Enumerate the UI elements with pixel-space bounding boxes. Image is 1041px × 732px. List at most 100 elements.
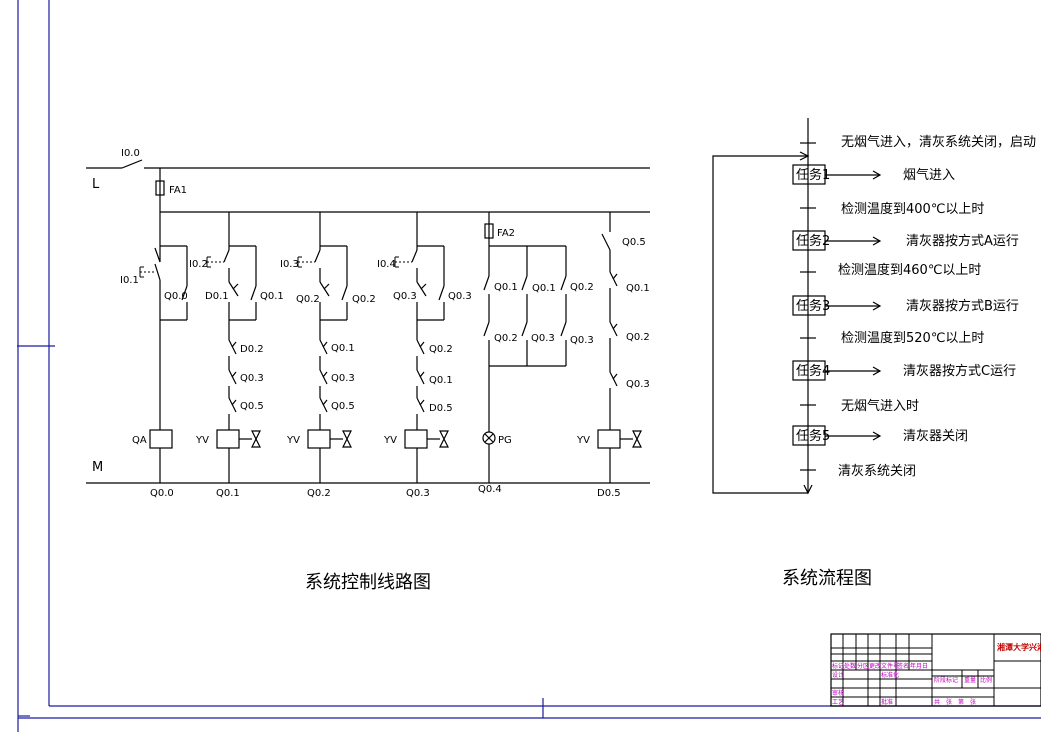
rung2-interlock2-label: Q0.3 [240,373,264,384]
ladder-diagram: I0.0 L FA1 M I0.1 Q0.0 [86,148,650,593]
task-2-output: 清灰器按方式A运行 [906,233,1019,249]
fuse-fa2-label: FA2 [497,228,515,239]
rung5-a2-label: Q0.1 [532,283,556,294]
rung4-interlock3-label: D0.5 [429,403,453,414]
tb-cell: 重量 [964,676,976,684]
rung4-coil-label: YV [383,435,397,446]
flow-task-5: 任务5 清灰器关闭 [792,425,968,446]
condition-6: 清灰系统关闭 [838,464,916,479]
rung2-button-label: I0.2 [189,259,208,270]
rung6-interlock2-label: Q0.2 [626,332,650,343]
rung5-output-label: Q0.4 [478,484,502,495]
rung4-seal-label: Q0.3 [448,291,472,302]
rung1-coil [149,429,173,449]
tb-cell: 标记 [832,662,844,670]
task-1-label: 任务1 [796,167,830,183]
rung-3: I0.3 Q0.2 Q0.2 Q0.1 Q0.3 Q0.5 YV Q0.2 [280,212,376,499]
rung4-nc-label: Q0.3 [393,291,417,302]
tb-cell: 分区 [857,662,869,670]
task-3-label: 任务3 [796,298,830,314]
task-1-output: 烟气进入 [903,167,955,183]
rung-5: FA2 Q0.1 Q0.1 Q0.2 Q0.2 Q0.3 Q0.3 [478,212,594,495]
rung1-output-label: Q0.0 [150,488,174,499]
condition-2: 检测温度到400℃以上时 [841,201,984,217]
rung3-interlock3-label: Q0.5 [331,401,355,412]
rung6-interlock3-label: Q0.3 [626,379,650,390]
tb-cell: 共 [934,698,940,706]
rung-2: I0.2 D0.1 Q0.1 D0.2 Q0.3 Q0.5 YV Q0.1 [189,212,284,499]
rung-4: I0.4 Q0.3 Q0.3 Q0.2 Q0.1 D0.5 YV Q0.3 [377,212,472,499]
rung2-interlock1-label: D0.2 [240,344,264,355]
flow-caption: 系统流程图 [782,568,872,589]
rung4-valve-icon [439,430,449,448]
flow-task-3: 任务3 清灰器按方式B运行 [792,295,1019,316]
flow-task-2: 任务2 清灰器按方式A运行 [792,230,1019,251]
rung4-interlock2-label: Q0.1 [429,375,453,386]
title-block: 湘潭大学兴湘学 标记 处数 分区 更改文件号 签名 年月日 设计 标准化 审核 … [830,633,1041,707]
rung1-coil-label: QA [132,435,147,446]
condition-5: 无烟气进入时 [841,398,919,414]
tb-cell: 设计 [832,671,844,679]
rung3-nc-label: Q0.2 [296,294,320,305]
flow-task-4: 任务4 清灰器按方式C运行 [792,360,1016,381]
rung3-interlock1-label: Q0.1 [331,343,355,354]
fuse-fa2 [484,223,494,239]
rung1-seal-label: Q0.0 [164,291,188,302]
tb-cell: 签名 [897,662,909,670]
rung5-a3-label: Q0.2 [570,282,594,293]
tb-cell: 张 [970,698,976,706]
line-m-label: M [92,460,103,475]
tb-cell: 处数 [844,662,856,670]
condition-4: 检测温度到520℃以上时 [841,330,984,346]
rung2-coil-label: YV [195,435,209,446]
ladder-caption: 系统控制线路图 [305,572,431,593]
rung6-coil-label: YV [576,435,590,446]
rung2-coil [216,429,240,449]
rung6-coil [597,429,621,449]
rung5-a1-label: Q0.1 [494,282,518,293]
line-l-label: L [92,177,100,192]
task-5-output: 清灰器关闭 [903,429,968,444]
tb-cell: 审核 [832,689,844,697]
task-2-label: 任务2 [796,233,830,249]
rung2-seal-label: Q0.1 [260,291,284,302]
rung5-lamp-label: PG [498,435,512,446]
rung2-valve-icon [251,430,261,448]
task-5-label: 任务5 [796,428,830,444]
rung1-button-label: I0.1 [120,275,139,286]
rung6-valve-icon [632,430,642,448]
rung6-top-label: Q0.5 [622,237,646,248]
task-4-output: 清灰器按方式C运行 [903,363,1016,379]
tb-cell: 更改文件号 [869,662,899,670]
task-3-output: 清灰器按方式B运行 [906,298,1019,314]
tb-cell: 阶段标记 [934,676,958,684]
rung3-interlock2-label: Q0.3 [331,373,355,384]
rung4-output-label: Q0.3 [406,488,430,499]
tb-cell: 批准 [881,698,893,706]
rung-1: I0.1 Q0.0 QA Q0.0 [120,212,188,499]
rung5-b2-label: Q0.3 [531,333,555,344]
tb-cell: 张 [946,698,952,706]
tb-cell: 工艺 [832,698,844,706]
condition-1: 无烟气进入，清灰系统关闭，启动 [841,134,1036,150]
rung5-b1-label: Q0.2 [494,333,518,344]
fuse-fa1-label: FA1 [169,185,187,196]
condition-3: 检测温度到460℃以上时 [838,262,981,278]
task-4-label: 任务4 [796,363,830,379]
rung6-interlock1-label: Q0.1 [626,283,650,294]
rung2-nc-label: D0.1 [205,291,229,302]
tb-cell: 第 [958,698,964,706]
rung3-seal-label: Q0.2 [352,294,376,305]
tb-cell: 标准化 [881,671,899,679]
tb-cell: 年月日 [910,662,928,670]
rung3-coil-label: YV [286,435,300,446]
rung3-valve-icon [342,430,352,448]
flow-task-1: 任务1 烟气进入 [792,164,955,185]
main-switch-label: I0.0 [121,148,140,159]
rung2-output-label: Q0.1 [216,488,240,499]
flow-chart: 任务1 烟气进入 任务2 清灰器按方式A运行 任务3 清灰器按方式B运行 任务4… [712,118,1036,589]
rung5-b3-label: Q0.3 [570,335,594,346]
rung2-interlock3-label: Q0.5 [240,401,264,412]
rung3-output-label: Q0.2 [307,488,331,499]
